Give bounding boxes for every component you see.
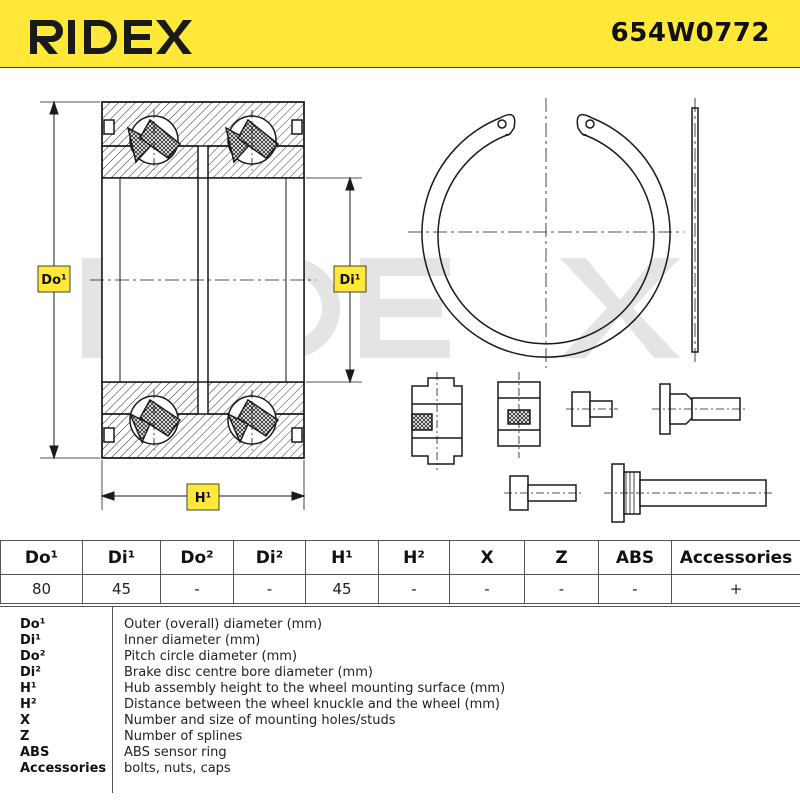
spec-value-h1: 45 xyxy=(305,574,379,604)
legend-row: H¹ Hub assembly height to the wheel moun… xyxy=(0,681,800,697)
spec-header-abs: ABS xyxy=(598,540,672,575)
badge-h-label: H¹ xyxy=(195,491,212,506)
legend-desc: bolts, nuts, caps xyxy=(124,761,231,776)
fasteners-drawing xyxy=(411,372,772,523)
spec-value-z: - xyxy=(524,574,599,604)
legend-key: Do¹ xyxy=(20,617,46,632)
spec-header-accessories: Accessories xyxy=(671,540,800,575)
legend-row: H² Distance between the wheel knuckle an… xyxy=(0,697,800,713)
legend-desc: Brake disc centre bore diameter (mm) xyxy=(124,665,373,680)
legend-row: X Number and size of mounting holes/stud… xyxy=(0,713,800,729)
spec-value-di2: - xyxy=(233,574,306,604)
part-number: 654W0772 xyxy=(610,18,770,48)
badge-h: H¹ xyxy=(186,483,220,511)
spec-header-h2: H² xyxy=(378,540,450,575)
legend-key: H² xyxy=(20,697,37,712)
legend-divider xyxy=(112,607,113,793)
legend-row: Z Number of splines xyxy=(0,729,800,745)
legend-desc: Number of splines xyxy=(124,729,243,744)
spec-value-do2: - xyxy=(160,574,234,604)
legend-desc: ABS sensor ring xyxy=(124,745,227,760)
spec-header-do1: Do¹ xyxy=(0,540,83,575)
bearing-section xyxy=(90,101,316,459)
legend-key: H¹ xyxy=(20,681,37,696)
legend-row: Do² Pitch circle diameter (mm) xyxy=(0,649,800,665)
badge-di-label: Di¹ xyxy=(340,273,361,288)
legend-key: Accessories xyxy=(20,761,107,776)
spec-header-x: X xyxy=(449,540,525,575)
spec-value-x: - xyxy=(449,574,525,604)
spec-value-di1: 45 xyxy=(82,574,161,604)
spec-header-h1: H¹ xyxy=(305,540,379,575)
legend-row: Accessories bolts, nuts, caps xyxy=(0,761,800,777)
spec-header-z: Z xyxy=(524,540,599,575)
legend-desc: Inner diameter (mm) xyxy=(124,633,261,648)
legend-row: Di¹ Inner diameter (mm) xyxy=(0,633,800,649)
legend-key: ABS xyxy=(20,745,50,760)
legend-key: Do² xyxy=(20,649,46,664)
legend-desc: Distance between the wheel knuckle and t… xyxy=(124,697,500,712)
spec-value-h2: - xyxy=(378,574,450,604)
spec-table-value-row: 80 45 - - 45 - - - - + xyxy=(0,574,800,604)
legend-desc: Pitch circle diameter (mm) xyxy=(124,649,298,664)
circlip-drawing xyxy=(408,98,699,368)
badge-do: Do¹ xyxy=(37,265,71,293)
spec-header-di1: Di¹ xyxy=(82,540,161,575)
legend-key: Di² xyxy=(20,665,41,680)
spec-table: Do¹ Di¹ Do² Di² H¹ H² X Z ABS Accessorie… xyxy=(0,540,800,604)
legend: Do¹ Outer (overall) diameter (mm) Di¹ In… xyxy=(0,606,800,800)
ridex-logo xyxy=(30,20,192,54)
spec-value-do1: 80 xyxy=(0,574,83,604)
spec-value-accessories: + xyxy=(671,574,800,604)
badge-do-label: Do¹ xyxy=(41,273,66,288)
legend-desc: Hub assembly height to the wheel mountin… xyxy=(124,681,506,696)
legend-row: Do¹ Outer (overall) diameter (mm) xyxy=(0,617,800,633)
legend-key: X xyxy=(20,713,31,728)
legend-row: ABS ABS sensor ring xyxy=(0,745,800,761)
spec-header-di2: Di² xyxy=(233,540,306,575)
legend-key: Z xyxy=(20,729,30,744)
spec-table-header-row: Do¹ Di¹ Do² Di² H¹ H² X Z ABS Accessorie… xyxy=(0,540,800,575)
legend-row: Di² Brake disc centre bore diameter (mm) xyxy=(0,665,800,681)
technical-drawing: Do¹ Di¹ H¹ xyxy=(37,98,772,523)
spec-value-abs: - xyxy=(598,574,672,604)
header-bar: 654W0772 xyxy=(0,0,800,68)
legend-desc: Number and size of mounting holes/studs xyxy=(124,713,396,728)
legend-key: Di¹ xyxy=(20,633,41,648)
badge-di: Di¹ xyxy=(333,265,367,293)
legend-desc: Outer (overall) diameter (mm) xyxy=(124,617,323,632)
spec-header-do2: Do² xyxy=(160,540,234,575)
